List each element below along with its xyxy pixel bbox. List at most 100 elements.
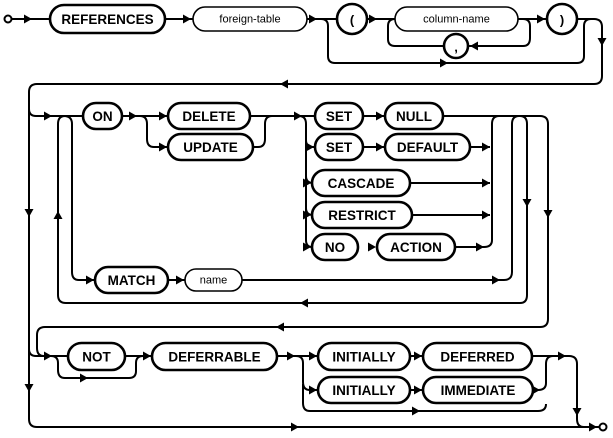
match-label: MATCH [108, 273, 156, 288]
flow-arrow-icon [159, 111, 167, 121]
rail-group-entry-line [28, 108, 83, 117]
action-label: ACTION [390, 240, 442, 255]
name-box [184, 268, 243, 292]
action-box [375, 232, 457, 262]
rail-comma-right-line [468, 18, 531, 47]
flow-arrow-icon [537, 14, 545, 24]
rail-split-update-line [139, 115, 168, 148]
name-label: name [200, 275, 228, 287]
deferrable-label: DEFERRABLE [168, 350, 260, 365]
not-box [66, 341, 127, 372]
end-terminal [598, 422, 608, 432]
rail-update-merge-line [253, 115, 273, 148]
set-b-box [313, 132, 365, 162]
initially-a-box [316, 341, 412, 372]
rail-deferred-exit-line [532, 355, 585, 428]
on-box [81, 101, 124, 131]
flow-arrow-icon [86, 275, 94, 285]
not-label: NOT [82, 350, 111, 365]
default-box [383, 132, 472, 162]
flow-arrow-icon [482, 210, 490, 220]
flow-arrow-icon [183, 14, 191, 24]
flow-arrow-icon [522, 199, 532, 207]
flow-arrow-icon [143, 351, 151, 361]
flow-arrow-icon [368, 242, 376, 252]
rail-collector-line [455, 115, 500, 248]
set-a-box [313, 101, 365, 131]
flow-arrow-icon [309, 14, 317, 24]
flow-arrow-icon [280, 79, 288, 89]
flow-arrow-icon [492, 275, 500, 285]
flow-arrow-icon [303, 178, 311, 188]
deferrable-box [150, 341, 279, 372]
flow-arrow-icon [303, 242, 311, 252]
null-box [383, 101, 445, 131]
rail-paren-bypass-line [320, 18, 592, 64]
rail-wrap-spine-bottom-line [28, 18, 603, 428]
on-label: ON [92, 109, 112, 124]
flow-arrow-icon [129, 111, 137, 121]
restrict-box [310, 200, 414, 230]
flow-arrow-icon [44, 111, 52, 121]
flow-arrow-icon [369, 14, 377, 24]
rail-bridge-exit-line [36, 115, 549, 357]
rail-deferrable-bypass-line [302, 384, 547, 412]
initially-a-label: INITIALLY [332, 350, 395, 365]
rail-loop-return-line [57, 115, 528, 304]
deferred-label: DEFERRED [440, 350, 515, 365]
flow-arrow-icon [558, 351, 566, 361]
flow-arrow-icon [287, 351, 295, 361]
start-terminal [3, 14, 13, 24]
flow-arrow-icon [80, 373, 88, 383]
flow-arrow-icon [414, 351, 422, 361]
flow-arrow-icon [53, 211, 63, 219]
rail-match-branch-line [63, 115, 95, 281]
flow-arrow-icon [589, 422, 597, 432]
flow-arrow-icon [44, 351, 52, 361]
flow-arrow-icon [470, 41, 478, 51]
delete-box [166, 101, 252, 131]
flow-arrow-icon [572, 408, 582, 416]
flow-arrow-icon [294, 111, 302, 121]
flow-arrow-icon [476, 242, 484, 252]
flow-arrow-icon [597, 38, 607, 46]
rail-comma-left-line [387, 18, 444, 47]
flow-arrow-icon [24, 209, 34, 217]
flow-arrow-icon [159, 142, 167, 152]
foreign-table-label: foreign-table [219, 14, 280, 26]
update-label: UPDATE [183, 140, 238, 155]
flow-arrow-icon [303, 210, 311, 220]
rail-split-initially2-line [295, 355, 318, 391]
match-box [93, 265, 170, 295]
flow-arrow-icon [376, 142, 384, 152]
update-box [166, 132, 255, 162]
cascade-box [310, 168, 412, 198]
comma-label: , [454, 40, 458, 55]
flow-arrow-icon [24, 384, 34, 392]
column-name-box [394, 6, 519, 32]
rail-not-bypass-line [50, 355, 144, 379]
flow-arrow-icon [309, 351, 317, 361]
flow-arrow-icon [543, 210, 553, 218]
cascade-label: CASCADE [328, 176, 395, 191]
set-b-label: SET [326, 140, 353, 155]
open-paren-circle [335, 2, 369, 36]
no-label: NO [325, 240, 345, 255]
flow-arrow-icon [412, 406, 420, 416]
flow-arrow-icon [440, 58, 448, 68]
restrict-label: RESTRICT [328, 208, 396, 223]
references-box [48, 3, 167, 35]
flow-arrow-icon [309, 385, 317, 395]
flow-arrow-icon [376, 111, 384, 121]
references-label: REFERENCES [61, 12, 153, 27]
default-label: DEFAULT [397, 140, 459, 155]
flow-arrow-icon [532, 385, 540, 395]
null-label: NULL [396, 109, 432, 124]
rail-immediate-merge-line [533, 355, 554, 391]
flow-arrow-icon [24, 14, 32, 24]
flow-arrow-icon [414, 385, 422, 395]
flow-arrow-icon [176, 275, 184, 285]
initially-b-box [316, 375, 412, 405]
